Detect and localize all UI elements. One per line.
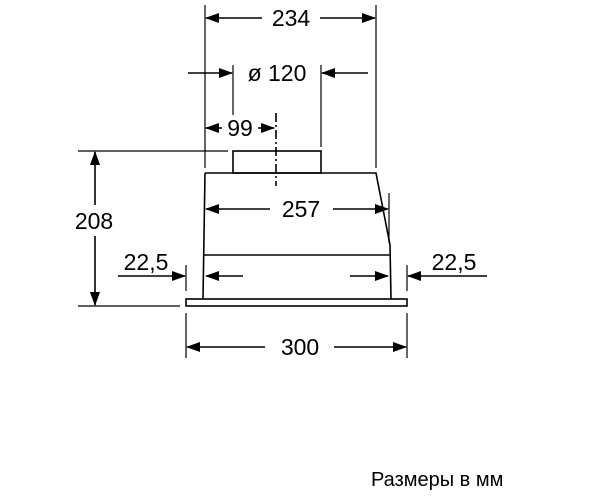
dimension-label-height: 208 — [75, 208, 113, 234]
dimension-257: 257 — [205, 196, 389, 222]
dimension-duct-diameter: ø 120 — [188, 60, 368, 147]
dimension-inset-left: 22,5 — [118, 249, 243, 291]
dimension-label-top-width: 234 — [272, 5, 311, 31]
dimension-label-right-inset: 22,5 — [432, 249, 477, 275]
dimension-208: 208 — [75, 150, 228, 307]
dimension-label-body-width: 257 — [282, 196, 320, 222]
hood-body — [202, 172, 392, 300]
duct-collar — [232, 150, 322, 174]
dimension-234: 234 — [204, 5, 377, 168]
hood-outline — [185, 150, 408, 307]
dimension-label-duct-diameter: ø 120 — [248, 60, 307, 86]
bottom-plate — [185, 298, 408, 307]
units-caption: Размеры в мм — [371, 469, 503, 491]
dimension-label-left-inset: 22,5 — [124, 249, 169, 275]
dimension-label-overall-width: 300 — [281, 334, 319, 360]
dimension-99: 99 — [205, 113, 277, 186]
dimension-inset-right: 22,5 — [350, 249, 487, 291]
dimension-300: 300 — [185, 313, 408, 360]
dimension-label-duct-offset: 99 — [227, 115, 253, 141]
